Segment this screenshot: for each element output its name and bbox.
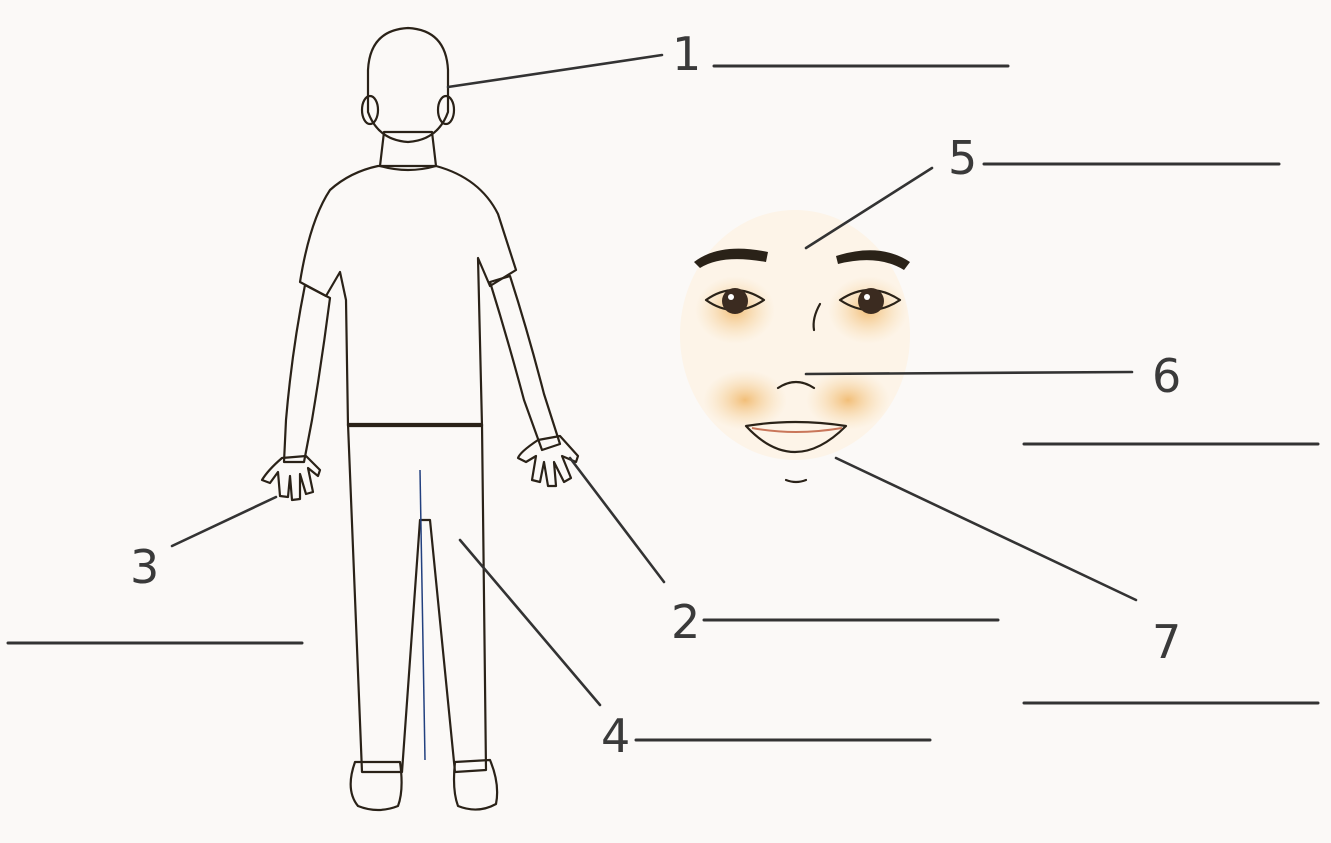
feet [351, 760, 497, 810]
label-5: 5 [948, 131, 977, 185]
label-6: 6 [1152, 349, 1181, 403]
leader-1 [448, 55, 662, 87]
boy-figure [262, 28, 578, 810]
label-3: 3 [130, 540, 159, 594]
leader-4 [460, 540, 600, 705]
leader-2 [570, 458, 664, 582]
label-2: 2 [671, 595, 700, 649]
right-hand [518, 436, 578, 486]
hair [368, 28, 448, 142]
label-4: 4 [601, 709, 630, 763]
leader-lines [172, 55, 1136, 705]
leader-3 [172, 497, 276, 546]
label-7: 7 [1152, 615, 1181, 669]
label-1: 1 [672, 27, 701, 81]
jeans [348, 424, 486, 772]
leader-5 [806, 168, 932, 248]
ear-left [362, 96, 378, 124]
shirt [300, 166, 516, 426]
ear-right [438, 96, 454, 124]
leader-7 [836, 458, 1136, 600]
answer-blanks [8, 66, 1318, 740]
face [680, 210, 910, 482]
arms [284, 276, 560, 462]
